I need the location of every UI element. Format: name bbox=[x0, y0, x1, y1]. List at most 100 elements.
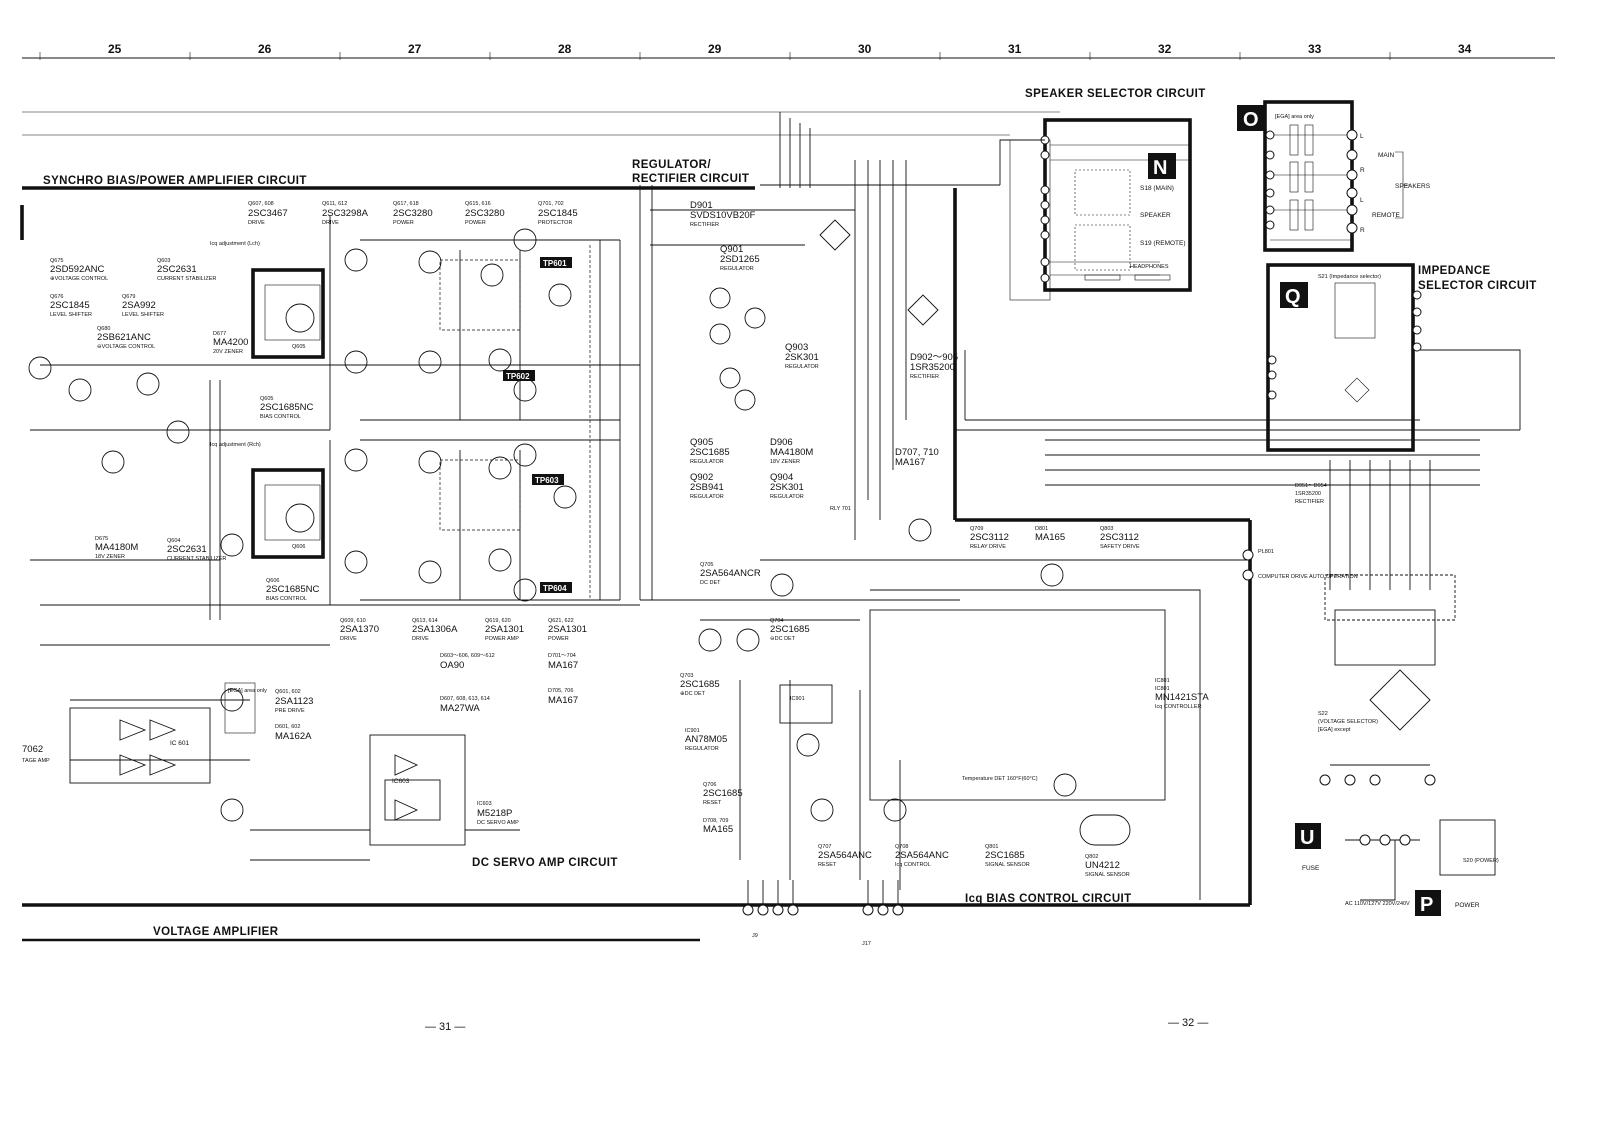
svg-text:2SA1123: 2SA1123 bbox=[275, 696, 313, 707]
column-label: 27 bbox=[408, 42, 422, 56]
svg-text:TP601: TP601 bbox=[543, 259, 567, 268]
svg-text:RECTIFIER: RECTIFIER bbox=[690, 222, 719, 228]
impedance-title-line1: IMPEDANCE bbox=[1418, 265, 1491, 277]
svg-text:Q901: Q901 bbox=[720, 244, 743, 255]
svg-text:MA162A: MA162A bbox=[275, 731, 312, 742]
page-number-left: — 31 — bbox=[425, 1021, 465, 1033]
power-label: POWER bbox=[1455, 902, 1480, 909]
svg-text:RECTIFIER: RECTIFIER bbox=[1295, 499, 1324, 505]
column-label: 26 bbox=[258, 42, 272, 56]
svg-text:Q617, 618: Q617, 618 bbox=[393, 201, 419, 207]
svg-text:2SA1370: 2SA1370 bbox=[340, 624, 379, 635]
svg-text:2SC2631: 2SC2631 bbox=[157, 264, 197, 275]
svg-text:Q905: Q905 bbox=[690, 437, 713, 448]
svg-text:D901: D901 bbox=[690, 200, 713, 211]
svg-text:2SC1685: 2SC1685 bbox=[680, 679, 720, 690]
svg-text:IC801: IC801 bbox=[1155, 678, 1170, 684]
svg-text:2SC2631: 2SC2631 bbox=[167, 544, 207, 555]
svg-text:7062: 7062 bbox=[22, 744, 43, 755]
svg-text:Q708: Q708 bbox=[895, 844, 908, 850]
svg-text:MA167: MA167 bbox=[895, 457, 925, 468]
svg-text:2SC3280: 2SC3280 bbox=[465, 208, 505, 219]
svg-text:N: N bbox=[1153, 157, 1167, 179]
svg-text:D675: D675 bbox=[95, 536, 108, 542]
svg-text:D601, 602: D601, 602 bbox=[275, 724, 300, 730]
svg-text:2SC3112: 2SC3112 bbox=[970, 532, 1009, 543]
svg-text:2SA1306A: 2SA1306A bbox=[412, 624, 458, 635]
svg-text:2SK301: 2SK301 bbox=[785, 352, 819, 363]
svg-text:OA90: OA90 bbox=[440, 660, 464, 671]
svg-text:SIGNAL SENSOR: SIGNAL SENSOR bbox=[1085, 872, 1130, 878]
svg-text:[EGA] except: [EGA] except bbox=[1318, 727, 1351, 733]
svg-text:REGULATOR: REGULATOR bbox=[720, 266, 754, 272]
svg-text:AN78M05: AN78M05 bbox=[685, 734, 727, 745]
svg-text:MA165: MA165 bbox=[703, 824, 733, 835]
svg-text:2SA1301: 2SA1301 bbox=[548, 624, 587, 635]
svg-text:REGULATOR: REGULATOR bbox=[690, 494, 724, 500]
svg-text:2SC1685NC: 2SC1685NC bbox=[260, 402, 313, 413]
svg-text:REGULATOR: REGULATOR bbox=[685, 746, 719, 752]
svg-text:HEADPHONES: HEADPHONES bbox=[1130, 264, 1169, 270]
svg-text:RELAY DRIVE: RELAY DRIVE bbox=[970, 544, 1006, 550]
svg-text:Q707: Q707 bbox=[818, 844, 831, 850]
svg-text:TP603: TP603 bbox=[535, 476, 559, 485]
column-label: 32 bbox=[1158, 42, 1172, 56]
regulator-title-line2: RECTIFIER CIRCUIT bbox=[632, 173, 749, 185]
column-label: 28 bbox=[558, 42, 572, 56]
svg-text:Q601, 602: Q601, 602 bbox=[275, 689, 301, 695]
svg-text:⊕DC DET: ⊕DC DET bbox=[680, 691, 706, 697]
svg-text:1SR35200: 1SR35200 bbox=[1295, 491, 1321, 497]
svg-text:PROTECTOR: PROTECTOR bbox=[538, 220, 572, 226]
svg-text:LEVEL SHIFTER: LEVEL SHIFTER bbox=[50, 312, 92, 318]
svg-text:U: U bbox=[1300, 827, 1314, 849]
svg-text:MA167: MA167 bbox=[548, 695, 578, 706]
bottom-connectors: J9 J17 bbox=[742, 880, 904, 947]
svg-text:RLY 701: RLY 701 bbox=[830, 506, 851, 512]
svg-text:Q803: Q803 bbox=[1100, 526, 1113, 532]
svg-text:DC SERVO AMP: DC SERVO AMP bbox=[477, 820, 519, 826]
svg-text:Q705: Q705 bbox=[700, 562, 713, 568]
svg-text:Q: Q bbox=[1285, 286, 1301, 308]
page-number-right: — 32 — bbox=[1168, 1017, 1208, 1029]
svg-text:[EGA] area only: [EGA] area only bbox=[228, 688, 267, 694]
svg-text:PRE DRIVE: PRE DRIVE bbox=[275, 708, 305, 714]
svg-text:Q802: Q802 bbox=[1085, 854, 1098, 860]
svg-text:Q903: Q903 bbox=[785, 342, 808, 353]
svg-text:Icq adjustment (Rch): Icq adjustment (Rch) bbox=[210, 442, 261, 448]
svg-text:Temperature DET 160°F(60°C): Temperature DET 160°F(60°C) bbox=[962, 776, 1038, 782]
svg-text:Q615, 616: Q615, 616 bbox=[465, 201, 491, 207]
speakers-label: SPEAKERS bbox=[1395, 183, 1431, 190]
svg-text:BIAS CONTROL: BIAS CONTROL bbox=[260, 414, 301, 420]
svg-text:PL801: PL801 bbox=[1258, 549, 1274, 555]
svg-text:SAFETY DRIVE: SAFETY DRIVE bbox=[1100, 544, 1140, 550]
svg-text:Q611, 612: Q611, 612 bbox=[322, 201, 347, 207]
svg-text:Icq CONTROLLER: Icq CONTROLLER bbox=[1155, 704, 1201, 710]
svg-text:POWER: POWER bbox=[548, 636, 569, 642]
svg-text:(VOLTAGE SELECTOR): (VOLTAGE SELECTOR) bbox=[1318, 719, 1378, 725]
svg-text:IC801: IC801 bbox=[1155, 686, 1170, 692]
column-label: 25 bbox=[108, 42, 122, 56]
svg-text:D906: D906 bbox=[770, 437, 793, 448]
svg-text:D707, 710: D707, 710 bbox=[895, 447, 939, 458]
svg-text:2SB941: 2SB941 bbox=[690, 482, 724, 493]
svg-text:POWER: POWER bbox=[393, 220, 414, 226]
svg-text:IC901: IC901 bbox=[685, 728, 700, 734]
voltage-amp-ic601: IC 601 7062 TAGE AMP [EGA] area only bbox=[22, 682, 267, 784]
svg-text:MA4200: MA4200 bbox=[213, 337, 248, 348]
svg-text:CURRENT STABILIZER: CURRENT STABILIZER bbox=[167, 556, 226, 562]
svg-text:18V ZENER: 18V ZENER bbox=[95, 554, 125, 560]
regulator-rectifier-circuit: D901 SVDS10VB20F RECTIFIER Q901 2SD1265 … bbox=[639, 112, 1521, 600]
svg-text:TAGE AMP: TAGE AMP bbox=[22, 758, 50, 764]
svg-text:2SD592ANC: 2SD592ANC bbox=[50, 264, 105, 275]
svg-text:POWER: POWER bbox=[465, 220, 486, 226]
svg-text:D902～905: D902～905 bbox=[910, 352, 958, 363]
svg-text:M5218P: M5218P bbox=[477, 808, 512, 819]
svg-text:CURRENT STABILIZER: CURRENT STABILIZER bbox=[157, 276, 216, 282]
svg-text:2SA564ANCR: 2SA564ANCR bbox=[700, 568, 761, 579]
svg-text:2SA992: 2SA992 bbox=[122, 300, 156, 311]
svg-text:MA165: MA165 bbox=[1035, 532, 1065, 543]
svg-text:S18 (MAIN): S18 (MAIN) bbox=[1140, 185, 1174, 192]
svg-text:IC603: IC603 bbox=[392, 778, 410, 785]
